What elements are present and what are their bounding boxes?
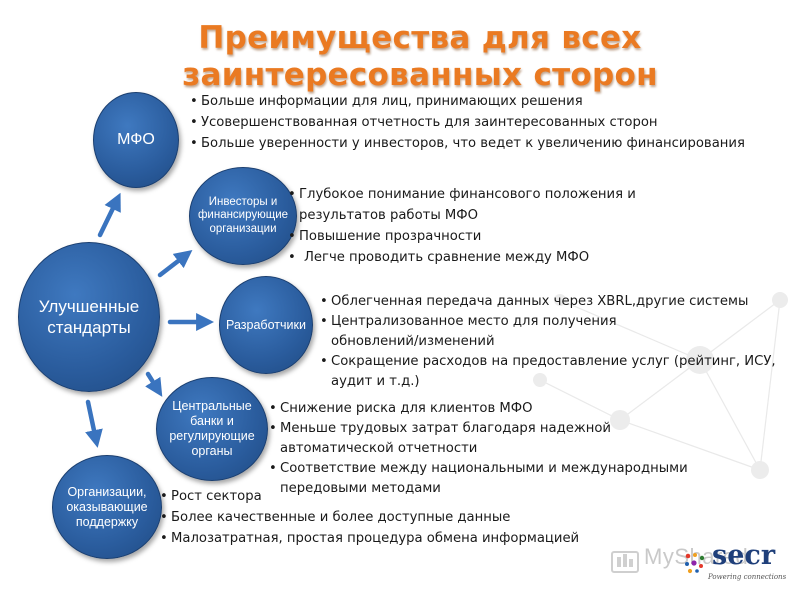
list-item: Больше уверенности у инвесторов, что вед…	[190, 133, 790, 154]
support-orgs-bullets: Рост сектора Более качественные и более …	[160, 486, 620, 549]
list-item: Централизованное место для получения обн…	[320, 312, 681, 352]
mysharer-logo-icon	[611, 551, 639, 573]
investors-bullets: Глубокое понимание финансового положения…	[288, 184, 678, 268]
list-item: Малозатратная, простая процедура обмена …	[160, 528, 620, 549]
node-investors: Инвесторы и финансирующие организации	[189, 167, 297, 265]
list-item: Легче проводить сравнение между МФО	[288, 247, 678, 268]
node-support-orgs: Организации, оказывающие поддержку	[52, 455, 162, 559]
node-label: Центральные банки и регулирующие органы	[169, 399, 255, 458]
list-item: Сокращение расходов на предоставление ус…	[320, 352, 781, 392]
node-label: МФО	[117, 131, 155, 148]
list-item: Рост сектора	[160, 486, 620, 507]
node-label: Организации, оказывающие поддержку	[66, 484, 148, 529]
list-item: Усовершенствованная отчетность для заинт…	[190, 112, 790, 133]
list-item: Больше информации для лиц, принимающих р…	[190, 91, 790, 112]
node-label: Инвесторы и финансирующие организации	[197, 195, 289, 235]
mfo-bullets: Больше информации для лиц, принимающих р…	[190, 91, 790, 154]
secr-dots-icon	[685, 553, 705, 574]
arrow-to-support-orgs	[85, 399, 103, 448]
list-item: Повышение прозрачности	[288, 226, 678, 247]
node-improved-standards: Улучшенные стандарты	[18, 242, 160, 392]
list-item: Снижение риска для клиентов МФО	[269, 399, 749, 419]
node-label: Улучшенные стандарты	[38, 297, 140, 337]
central-banks-bullets: Снижение риска для клиентов МФО Меньше т…	[269, 399, 749, 499]
arrow-to-central-banks	[145, 371, 163, 397]
list-item: Меньше трудовых затрат благодаря надежно…	[269, 419, 640, 459]
developers-bullets: Облегченная передача данных через XBRL,д…	[320, 292, 790, 392]
arrow-to-investors	[157, 250, 193, 278]
arrow-to-mfo	[97, 192, 121, 238]
node-developers: Разработчики	[219, 276, 313, 374]
logo-area: MyShared secr Powering connections	[608, 538, 788, 590]
list-item: Глубокое понимание финансового положения…	[288, 184, 678, 226]
node-mfo: МФО	[93, 92, 179, 188]
secr-tagline: Powering connections	[708, 573, 787, 581]
slide-title: Преимущества для всех заинтересованных с…	[182, 20, 658, 93]
node-label: Разработчики	[226, 318, 306, 332]
list-item: Облегченная передача данных через XBRL,д…	[320, 292, 790, 312]
secr-logo-text: secr	[712, 540, 776, 571]
list-item: Более качественные и более доступные дан…	[160, 507, 620, 528]
node-central-banks: Центральные банки и регулирующие органы	[156, 377, 268, 481]
